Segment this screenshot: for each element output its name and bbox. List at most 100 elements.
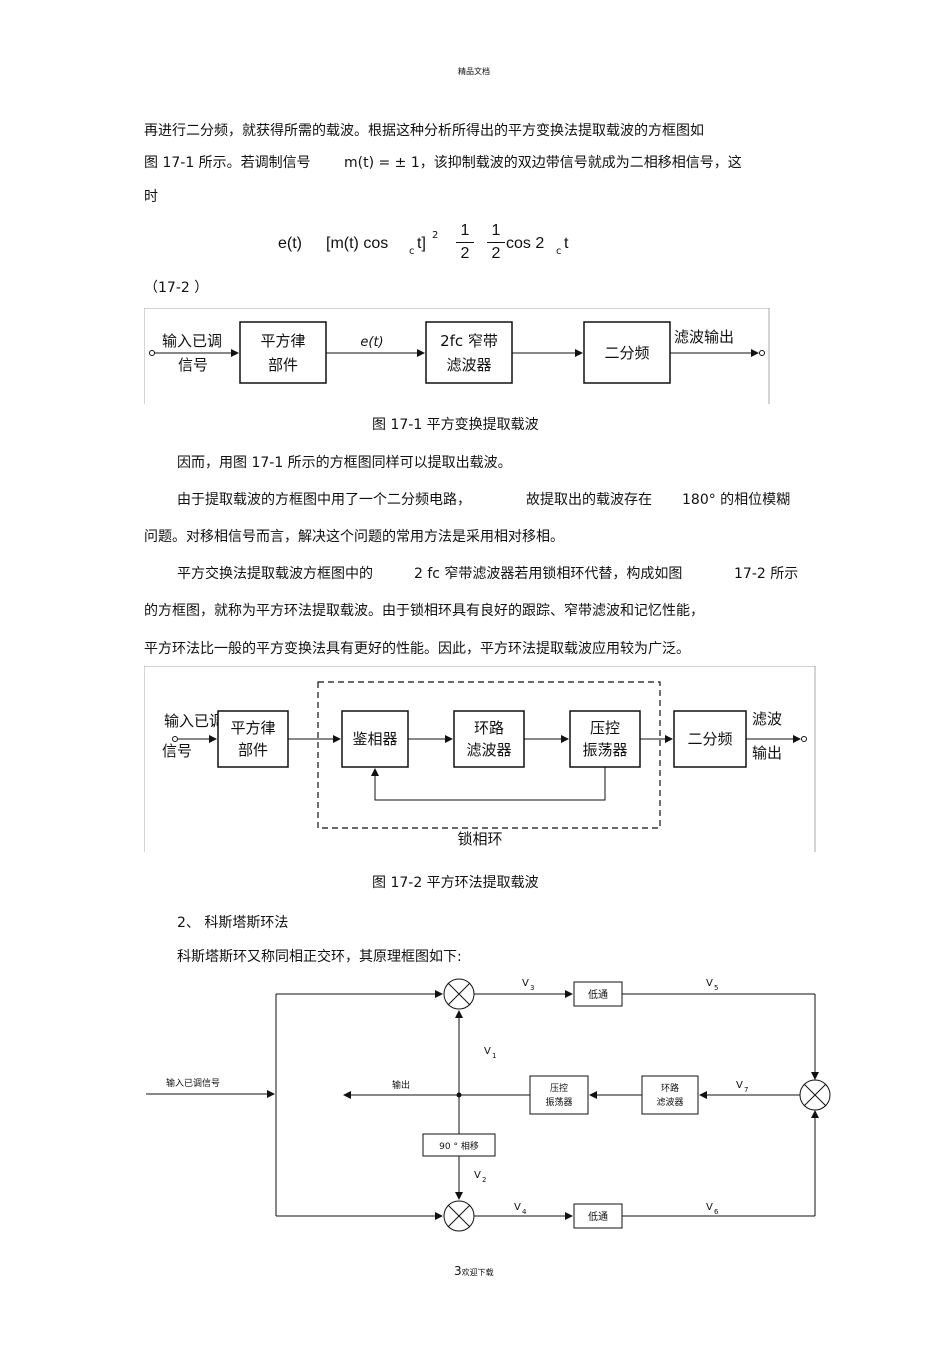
formula-exponent: 2 xyxy=(432,230,439,241)
formula-tail: cos 2 xyxy=(506,235,545,252)
box-label: 压控 xyxy=(590,719,620,737)
box-label: 环路 xyxy=(661,1082,679,1094)
paragraph-line: 时 xyxy=(144,189,158,205)
signal-label: V xyxy=(522,978,529,989)
paragraph-line: 17-2 所示 xyxy=(734,566,799,582)
box-label: 滤波器 xyxy=(466,741,511,759)
box-label: 环路 xyxy=(474,719,504,737)
paragraph-line: 因而，用图 17-1 所示的方框图同样可以提取出载波。 xyxy=(177,455,512,471)
signal-label: V xyxy=(736,1080,743,1091)
box-label: 振荡器 xyxy=(545,1096,572,1108)
lowpass-bottom-box xyxy=(573,1203,623,1229)
page-number: 3 xyxy=(454,1264,462,1278)
box-label: 压控 xyxy=(550,1082,568,1094)
paragraph-line: 的方框图，就称为平方环法提取载波。由于锁相环具有良好的跟踪、窄带滤波和记忆性能， xyxy=(144,603,704,619)
vco-box xyxy=(569,710,641,768)
box-label: 2fc 窄带 xyxy=(440,332,498,350)
output-label: 滤波 xyxy=(752,710,782,728)
input-label: 信号 xyxy=(162,742,192,760)
lowpass-top-box xyxy=(573,981,623,1007)
paragraph-line: 180° 的相位模糊 xyxy=(682,492,791,508)
pll-label: 锁相环 xyxy=(457,830,502,848)
box-label: 鉴相器 xyxy=(352,730,397,748)
box-label: 低通 xyxy=(588,1210,608,1223)
signal-label: V xyxy=(514,1202,521,1213)
phase-detector-box xyxy=(341,710,409,768)
formula-fraction: 1 2 xyxy=(487,222,505,263)
formula-subscript: c xyxy=(556,246,562,257)
input-label: 输入已调 xyxy=(162,332,222,350)
paragraph-line: 由于提取载波的方框图中用了一个二分频电路， xyxy=(177,492,471,508)
square-law-box xyxy=(239,321,327,384)
vco-box xyxy=(529,1075,589,1115)
signal-subscript: 2 xyxy=(482,1176,486,1184)
box-label: 平方律 xyxy=(230,719,275,737)
fraction-denominator: 2 xyxy=(491,245,501,262)
divider-box xyxy=(583,321,671,384)
fraction-numerator: 1 xyxy=(491,222,501,239)
input-label: 输入已调信号 xyxy=(166,1077,220,1089)
costas-loop-diagram: 输入已调信号 V 3 低通 V 5 V 4 低通 V 6 V 7 环路 滤波器 … xyxy=(146,978,831,1232)
input-label: 信号 xyxy=(178,356,208,374)
box-label: 滤波器 xyxy=(656,1096,683,1108)
signal-label: e(t) xyxy=(360,335,383,350)
box-label: 二分频 xyxy=(604,344,649,362)
input-label: 输入已调 xyxy=(164,712,224,730)
signal-label: V xyxy=(706,978,713,989)
box-label: 平方律 xyxy=(260,332,305,350)
box-label: 90 ° 相移 xyxy=(439,1140,479,1152)
figure-caption: 图 17-2 平方环法提取载波 xyxy=(372,875,539,891)
fraction-bar xyxy=(456,242,474,243)
input-terminal xyxy=(149,350,155,356)
box-label: 滤波器 xyxy=(446,356,491,374)
footer-text: 欢迎下载 xyxy=(461,1268,494,1277)
output-label: 滤波输出 xyxy=(674,328,734,346)
signal-subscript: 3 xyxy=(530,984,534,992)
signal-subscript: 7 xyxy=(744,1086,748,1094)
output-terminal xyxy=(801,736,807,742)
formula-t: t xyxy=(564,235,569,252)
signal-subscript: 5 xyxy=(714,984,718,992)
fraction-bar xyxy=(487,242,505,243)
figure-17-2: 输入已调 信号 平方律 部件 鉴相器 环路 滤波器 压控 振荡器 二分频 滤波 … xyxy=(144,666,816,852)
multiplier-bottom xyxy=(443,1200,475,1232)
signal-subscript: 1 xyxy=(492,1052,496,1060)
figure-17-1: 输入已调 信号 平方律 部件 e(t) 2fc 窄带 滤波器 二分频 滤波输出 xyxy=(144,308,770,404)
fraction-numerator: 1 xyxy=(460,222,470,239)
figure-caption: 图 17-1 平方变换提取载波 xyxy=(372,417,539,433)
formula-expr: [m(t) cos xyxy=(326,235,389,252)
box-label: 低通 xyxy=(588,988,608,1001)
equation-number: （17-2 ） xyxy=(144,280,209,296)
formula-lhs: e(t) xyxy=(278,235,302,252)
box-label: 二分频 xyxy=(687,730,732,748)
fraction-denominator: 2 xyxy=(460,245,470,262)
section-heading: 2、 科斯塔斯环法 xyxy=(177,915,289,931)
output-label: 输出 xyxy=(392,1079,410,1091)
formula-t: t] xyxy=(417,235,426,252)
signal-label: V xyxy=(706,1202,713,1213)
paragraph-line: 科斯塔斯环又称同相正交环，其原理框图如下: xyxy=(177,949,462,965)
box-label: 振荡器 xyxy=(582,741,627,759)
bandpass-filter-box xyxy=(425,321,513,384)
page-footer: 3欢迎下载 xyxy=(454,1260,494,1279)
loop-filter-box xyxy=(453,710,525,768)
multiplier-top xyxy=(443,978,475,1010)
paragraph-line: 故提取出的载波存在 xyxy=(526,492,652,508)
signal-subscript: 4 xyxy=(522,1208,527,1216)
input-terminal xyxy=(172,736,178,742)
signal-subscript: 6 xyxy=(714,1208,719,1216)
output-terminal xyxy=(759,350,765,356)
page-header: 精品文档 xyxy=(458,67,490,76)
paragraph-line: 图 17-1 所示。若调制信号 xyxy=(144,155,311,171)
formula-subscript: c xyxy=(409,246,415,257)
signal-label: V xyxy=(474,1170,481,1181)
paragraph-line: 问题。对移相信号而言，解决这个问题的常用方法是采用相对移相。 xyxy=(144,529,564,545)
multiplier-right xyxy=(799,1079,831,1111)
pll-dashed-border xyxy=(317,681,661,829)
box-label: 部件 xyxy=(238,741,268,759)
formula-fraction: 1 2 xyxy=(456,222,474,263)
paragraph-line: 平方交换法提取载波方框图中的 xyxy=(177,566,373,582)
paragraph-line: 2 fc 窄带滤波器若用锁相环代替，构成如图 xyxy=(414,566,683,582)
paragraph-line: 再进行二分频，就获得所需的载波。根据这种分析所得出的平方变换法提取载波的方框图如 xyxy=(144,123,704,139)
loop-filter-box xyxy=(641,1075,699,1115)
